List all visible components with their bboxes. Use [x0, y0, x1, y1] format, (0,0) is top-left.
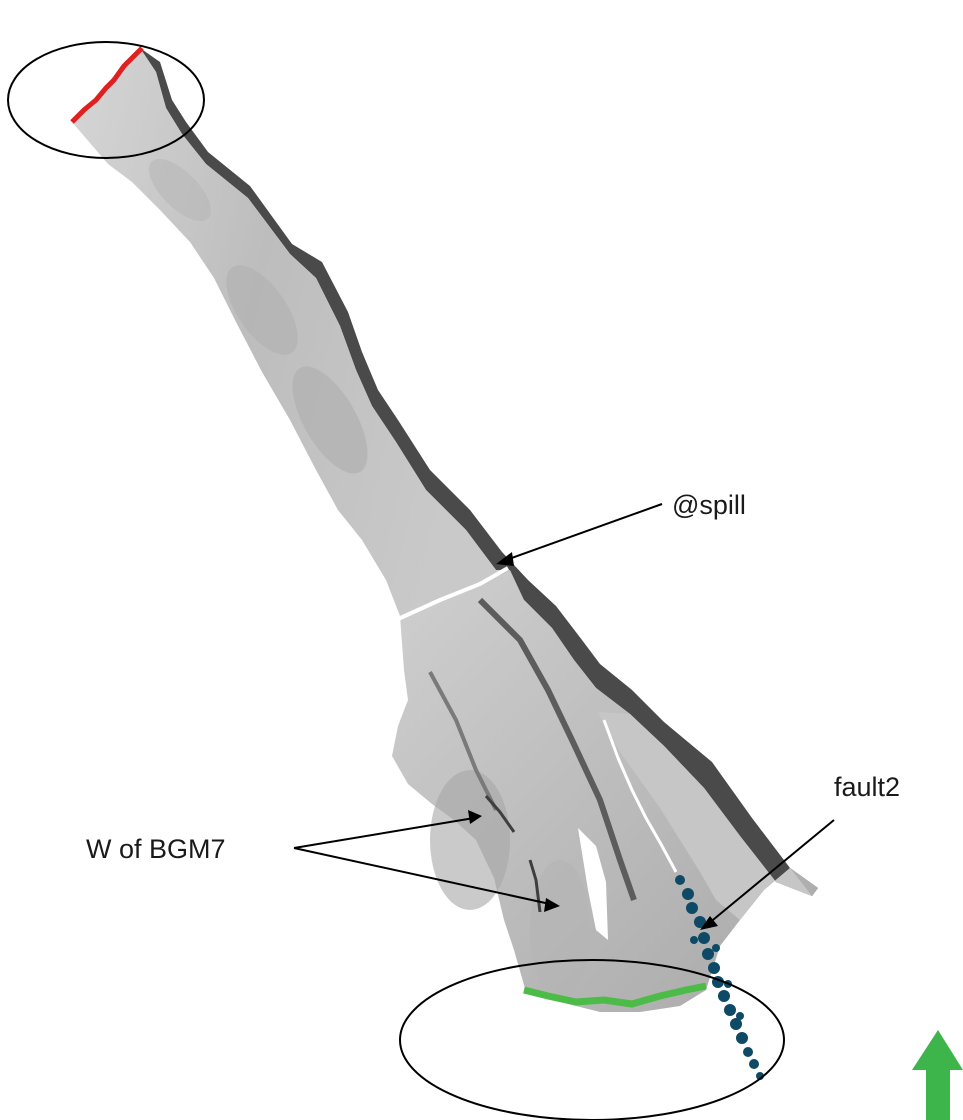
- spill-arrow-line: [506, 504, 662, 560]
- fault-point: [712, 944, 720, 952]
- fault-point: [724, 1004, 736, 1016]
- surface-body: [72, 48, 818, 1012]
- fault-label: fault2: [834, 772, 900, 802]
- fault-point: [702, 948, 714, 960]
- fault-point: [686, 902, 698, 914]
- fault-point: [736, 1012, 744, 1020]
- spill-label: @spill: [672, 490, 746, 520]
- fault-point: [718, 990, 730, 1002]
- fault-point: [708, 962, 720, 974]
- fault-point: [749, 1059, 759, 1069]
- north-arrow-icon: [912, 1030, 963, 1120]
- shade-patch: [530, 860, 590, 1000]
- fault-point: [690, 936, 698, 944]
- fault-point: [698, 932, 710, 944]
- fault-point: [675, 875, 685, 885]
- shade-patch: [430, 770, 510, 910]
- fault-point: [682, 888, 694, 900]
- west-label: W of BGM7: [86, 834, 226, 864]
- fault-point: [743, 1047, 753, 1057]
- fault-point: [736, 1032, 748, 1044]
